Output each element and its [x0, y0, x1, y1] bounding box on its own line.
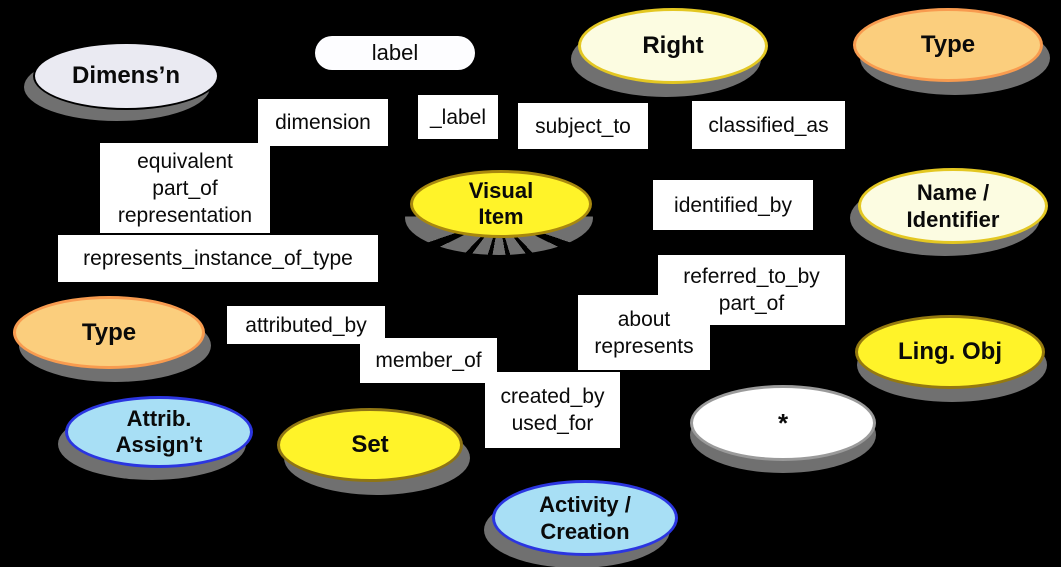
node-visual-item: Visual Item	[405, 170, 593, 255]
node-label: Type	[81, 318, 137, 346]
edge-label-referred-to-by-part-of: referred_to_by part_of	[658, 255, 845, 325]
node-label-line: Creation	[540, 519, 630, 544]
node-set: Set	[277, 408, 470, 495]
node-ellipse: Name / Identifier	[858, 168, 1048, 244]
node-ellipse: Type	[13, 296, 205, 369]
node-ellipse: Dimens’n	[33, 42, 219, 110]
edge-label-text: represents_instance_of_type	[83, 247, 353, 270]
edge-label-text: used_for	[511, 412, 594, 435]
edge-label-text: identified_by	[674, 193, 792, 217]
edge-label-text: classified_as	[708, 113, 829, 137]
node-type-top: Type	[853, 8, 1050, 95]
node-type-left: Type	[13, 296, 211, 382]
node-pill: label	[315, 36, 475, 70]
edge-label-text: member_of	[375, 349, 482, 372]
node-label: Type	[920, 31, 976, 58]
edge-label-subject-to: subject_to	[518, 103, 648, 149]
edge-label-text: equivalent	[137, 149, 233, 173]
node-ellipse: Activity / Creation	[492, 480, 678, 556]
node-label-line: Activity /	[539, 492, 631, 517]
edge-label-text: subject_to	[535, 114, 631, 138]
node-ellipse: Type	[853, 8, 1043, 82]
node-star: *	[690, 385, 876, 473]
edge-label-label-property: _label	[418, 95, 498, 139]
node-label-line: Assign’t	[115, 432, 203, 457]
node-ling-obj: Ling. Obj	[855, 315, 1047, 402]
node-ellipse: Visual Item	[410, 170, 592, 238]
node-label: Dimens’n	[71, 62, 181, 89]
node-label: Right	[642, 32, 704, 59]
node-label-line: Identifier	[906, 207, 1000, 232]
node-label-line: Visual	[468, 178, 534, 203]
node-dimensn: Dimens’n	[24, 42, 219, 121]
node-attrib-assignt: Attrib. Assign’t	[58, 396, 253, 480]
edge-label-text: representation	[117, 203, 253, 227]
node-right: Right	[571, 8, 768, 97]
edge-label-text: part_of	[152, 176, 218, 200]
node-ellipse: Right	[578, 8, 768, 84]
edge-label-text: part_of	[718, 292, 785, 315]
node-ellipse: Attrib. Assign’t	[65, 396, 253, 468]
node-label: label	[371, 40, 419, 65]
node-label-line: Item	[478, 204, 524, 229]
node-activity-creation: Activity / Creation	[484, 480, 678, 567]
node-ellipse: Set	[277, 408, 463, 482]
edge-label-text: referred_to_by	[683, 265, 820, 288]
edge-label-text: attributed_by	[245, 313, 367, 337]
edge-label-created-by-used-for: created_by used_for	[485, 372, 620, 448]
edge-label-text: about	[617, 307, 671, 331]
edge-label-dimension: dimension	[258, 99, 388, 146]
node-label: Ling. Obj	[898, 338, 1002, 365]
edge-label-attributed-by: attributed_by	[227, 306, 385, 344]
edge-label-text: _label	[429, 105, 487, 129]
node-ellipse: *	[690, 385, 876, 461]
node-label-line: Name /	[916, 180, 990, 205]
node-name-identifier: Name / Identifier	[850, 168, 1048, 256]
edge-label-text: dimension	[275, 111, 371, 134]
edge-label-identified-by: identified_by	[653, 180, 813, 230]
node-ellipse: Ling. Obj	[855, 315, 1045, 389]
edge-label-member-of: member_of	[360, 338, 497, 383]
edge-label-about-represents: about represents	[578, 295, 710, 370]
edge-label-represents-instance-of-type: represents_instance_of_type	[58, 235, 378, 282]
edge-label-text: represents	[594, 334, 694, 358]
edge-label-equivalent-partof-representation: equivalent part_of representation	[100, 143, 270, 233]
node-label-pill: label	[315, 36, 475, 70]
node-label-line: Attrib.	[126, 406, 192, 431]
edge-label-classified-as: classified_as	[692, 101, 845, 149]
node-label: *	[777, 407, 789, 438]
node-label: Set	[351, 431, 389, 458]
edge-label-text: created_by	[500, 385, 605, 408]
